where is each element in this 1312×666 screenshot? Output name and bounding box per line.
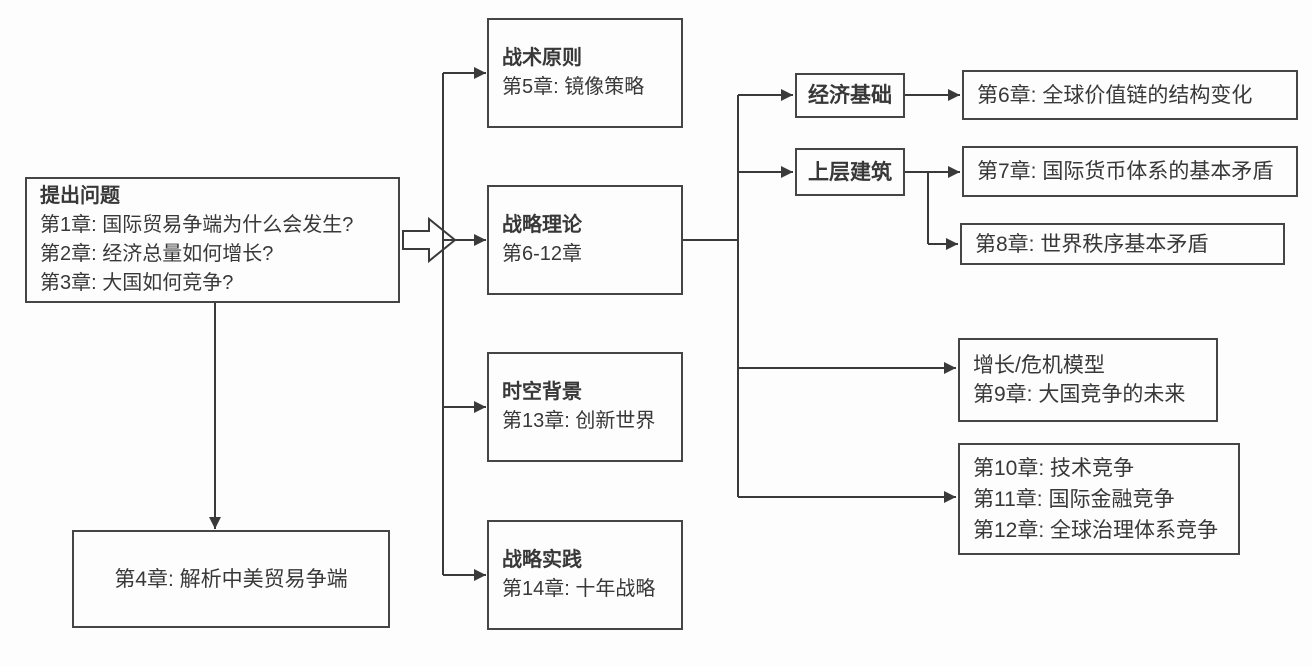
box-title: 经济基础 <box>808 84 892 107</box>
chapter-line: 第12章: 全球治理体系竞争 <box>973 518 1219 542</box>
chapter-line: 第6-12章 <box>502 243 583 265</box>
box-economic-base: 经济基础 <box>795 73 905 118</box>
box-strategic-practice: 战略实践 第14章: 十年战略 <box>487 520 683 630</box>
chapter-line: 第7章: 国际货币体系的基本矛盾 <box>977 160 1274 183</box>
box-title: 增长/危机模型 <box>973 354 1105 377</box>
box-title: 上层建筑 <box>808 160 892 184</box>
chapter-line: 第11章: 国际金融竞争 <box>973 487 1175 511</box>
box-strategic-theory: 战略理论 第6-12章 <box>487 185 683 295</box>
box-title: 战术原则 <box>502 47 582 69</box>
chapter-line: 第3章: 大国如何竞争? <box>40 272 234 294</box>
chapter-line: 第6章: 全球价值链的结构变化 <box>977 83 1253 107</box>
box-chapter8: 第8章: 世界秩序基本矛盾 <box>960 223 1285 265</box>
chapter-line: 第13章: 创新世界 <box>502 410 656 432</box>
box-growth-crisis-model: 增长/危机模型 第9章: 大国竞争的未来 <box>958 338 1218 422</box>
box-superstructure: 上层建筑 <box>795 148 905 196</box>
box-title: 提出问题 <box>40 185 120 207</box>
chapter-line: 第10章: 技术竞争 <box>973 456 1135 480</box>
chapter-line: 第8章: 世界秩序基本矛盾 <box>975 232 1209 256</box>
chapter-line: 第2章: 经济总量如何增长? <box>40 243 274 265</box>
box-title: 战略实践 <box>502 549 582 571</box>
chapter-line: 第4章: 解析中美贸易争端 <box>114 567 348 591</box>
chapter-line: 第1章: 国际贸易争端为什么会发生? <box>40 214 354 236</box>
chapter-line: 第14章: 十年战略 <box>502 578 656 600</box>
box-chapters10-12: 第10章: 技术竞争 第11章: 国际金融竞争 第12章: 全球治理体系竞争 <box>958 443 1240 555</box>
box-spacetime-background: 时空背景 第13章: 创新世界 <box>487 352 683 462</box>
chapter-line: 第5章: 镜像策略 <box>502 76 645 98</box>
box-chapter4: 第4章: 解析中美贸易争端 <box>72 530 390 628</box>
box-chapter6: 第6章: 全球价值链的结构变化 <box>962 70 1298 120</box>
box-title: 时空背景 <box>502 381 582 403</box>
chapter-line: 第9章: 大国竞争的未来 <box>973 383 1186 406</box>
box-tactical-principles: 战术原则 第5章: 镜像策略 <box>487 18 683 128</box>
box-raise-questions: 提出问题 第1章: 国际贸易争端为什么会发生? 第2章: 经济总量如何增长? 第… <box>25 177 400 303</box>
box-title: 战略理论 <box>502 214 582 236</box>
box-chapter7: 第7章: 国际货币体系的基本矛盾 <box>962 146 1298 197</box>
